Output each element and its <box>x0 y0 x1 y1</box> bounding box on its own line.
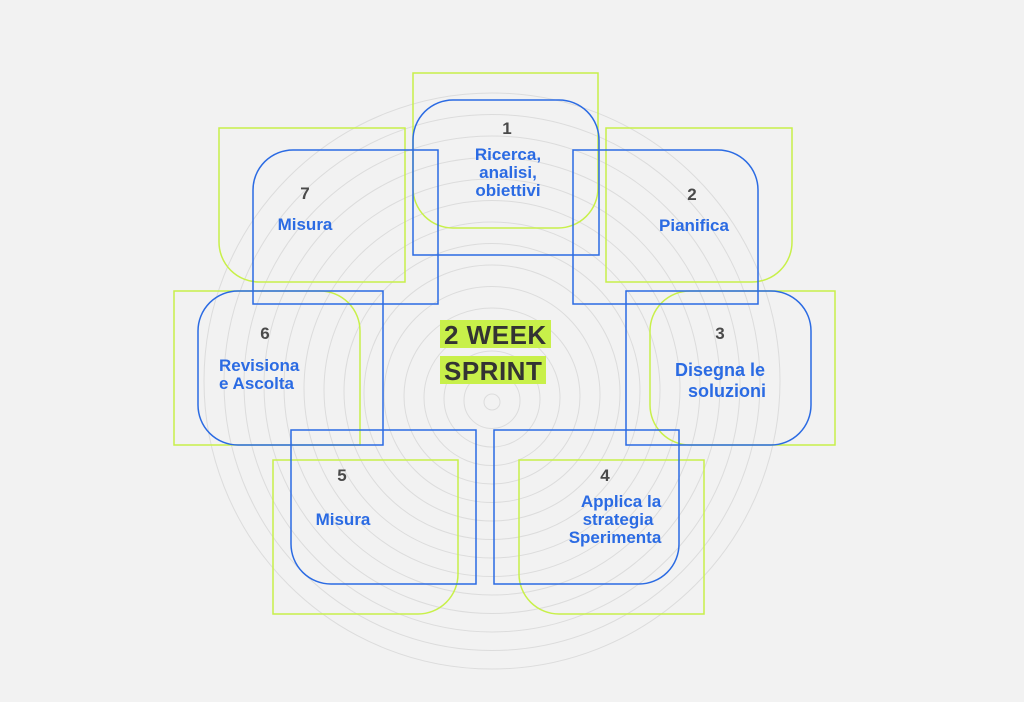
background-circle <box>383 286 601 503</box>
step-7-blue-shape <box>252 149 439 305</box>
center-title-line-2: SPRINT <box>440 356 547 384</box>
step-3-number: 3 <box>715 324 725 343</box>
step-1-label: Ricerca, analisi, obiettivi <box>428 146 588 200</box>
step-3-label-line-2: soluzioni <box>688 381 766 401</box>
step-7-lime-shape <box>218 127 406 283</box>
step-5-number: 5 <box>337 466 347 485</box>
background-circle <box>483 393 501 411</box>
step-3-label: Disegna le soluzioni <box>640 360 800 402</box>
background-circle <box>203 92 781 670</box>
step-5-label-line-1: Misura <box>315 510 371 529</box>
background-circle <box>443 350 541 448</box>
step-2-blue-shape <box>572 149 759 305</box>
background-circle <box>323 221 661 559</box>
background-circle <box>283 178 701 596</box>
step-1-lime-shape <box>412 72 599 229</box>
step-1-label-line-2: analisi, <box>479 163 537 182</box>
step-2-lime-shape <box>605 127 793 283</box>
step-6-number: 6 <box>260 324 270 343</box>
step-6-label-line-1: Revisiona <box>219 356 300 375</box>
step-4-label: Applica la strategia Sperimenta <box>535 493 695 547</box>
step-6-label: Revisiona e Ascolta <box>219 357 339 393</box>
step-7-number: 7 <box>300 184 310 203</box>
step-4-number: 4 <box>600 466 610 485</box>
background-circle <box>263 157 721 614</box>
step-6-label-line-2: e Ascolta <box>219 374 294 393</box>
background-circle <box>343 243 641 540</box>
step-6-blue-shape <box>197 290 384 446</box>
background-circle <box>223 114 761 651</box>
step-4-label-line-3: Sperimenta <box>568 528 662 547</box>
step-4-label-line-1: Applica la <box>580 492 662 511</box>
step-7-label-line-1: Misura <box>277 215 333 234</box>
background-circle <box>243 135 741 633</box>
concentric-circles <box>203 92 781 670</box>
background-circle <box>363 264 621 522</box>
step-1-blue-shape <box>412 99 600 256</box>
step-4-label-line-2: strategia <box>582 510 654 529</box>
step-1-number: 1 <box>502 119 512 138</box>
step-1-label-line-1: Ricerca, <box>474 145 542 164</box>
step-1-label-line-3: obiettivi <box>475 181 541 200</box>
step-4-lime-shape <box>518 459 705 615</box>
step-shapes <box>173 72 836 615</box>
step-5-blue-shape <box>290 429 477 585</box>
step-2-label: Pianifica <box>614 217 774 235</box>
step-3-blue-shape <box>625 290 812 446</box>
step-2-label-line-1: Pianifica <box>659 216 729 235</box>
step-7-label: Misura <box>225 216 385 234</box>
step-3-label-line-1: Disegna le <box>674 360 766 380</box>
background-circle <box>303 200 681 577</box>
center-title-line-1: 2 WEEK <box>440 320 551 348</box>
step-2-number: 2 <box>687 185 697 204</box>
step-4-blue-shape <box>493 429 680 585</box>
step-5-lime-shape <box>272 459 459 615</box>
background-circle <box>403 307 581 485</box>
step-5-label: Misura <box>263 511 423 529</box>
